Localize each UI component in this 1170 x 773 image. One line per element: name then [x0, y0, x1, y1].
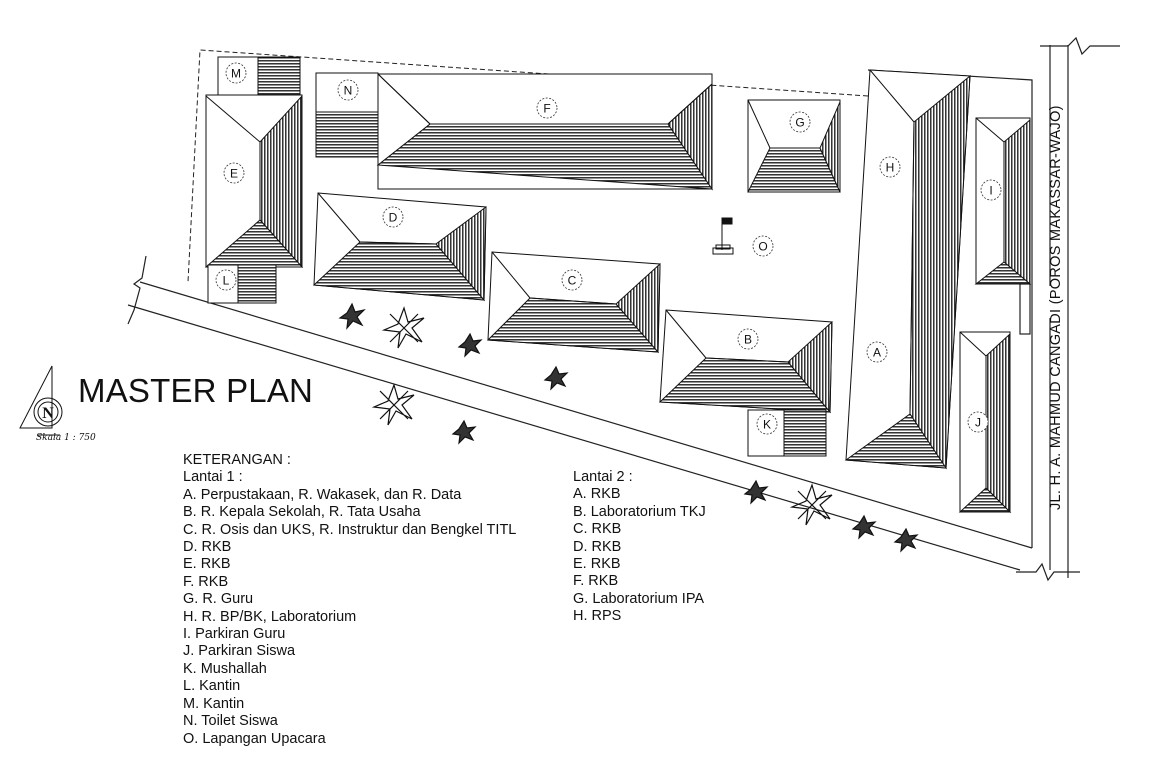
building-label-circle [737, 328, 759, 350]
legend-floor1-item: A. Perpustakaan, R. Wakasek, dan R. Data [183, 486, 462, 503]
legend-floor1-item: E. RKB [183, 556, 231, 573]
street-label: JL. H. A. MAHMUD CANGADI (POROS MAKASSAR… [1048, 105, 1064, 510]
building-label-b: B [744, 333, 752, 347]
building-label-circle [756, 413, 778, 435]
building-label-circle [536, 97, 558, 119]
legend-floor2-item: A. RKB [573, 486, 621, 503]
north-label: N [42, 405, 54, 422]
building-label-h: H [886, 161, 895, 175]
tree-icon [381, 306, 425, 349]
building-i [974, 117, 1032, 286]
building-label-circle [337, 79, 359, 101]
building-label-o: O [758, 240, 767, 254]
building-label-circle [789, 111, 811, 133]
tree-icon [451, 419, 477, 445]
legend-floor1-item: I. Parkiran Guru [183, 626, 286, 643]
legend-floor1-item: O. Lapangan Upacara [183, 730, 326, 747]
legend-floor1-list: A. Perpustakaan, R. Wakasek, dan R. Data… [183, 487, 516, 748]
tree-icon [371, 383, 415, 426]
legend-floor1-item: H. R. BP/BK, Laboratorium [183, 608, 357, 625]
legend-floor2-title: Lantai 2 : [573, 469, 633, 485]
building-label-j: J [975, 416, 981, 430]
scale-label: Skala 1 : 750 [36, 433, 96, 443]
legend-floor1-item: J. Parkiran Siswa [183, 643, 296, 660]
tree-icon [338, 302, 366, 330]
legend-floor2-item: E. RKB [573, 556, 621, 573]
building-label-n: N [344, 84, 353, 98]
legend-floor1-item: M. Kantin [183, 695, 245, 712]
legend-floor2-item: B. Laboratorium TKJ [573, 503, 706, 520]
legend-floor1-item: D. RKB [183, 539, 232, 556]
tree-icon [743, 479, 769, 505]
building-label-circle [980, 179, 1002, 201]
legend-floor1-item: K. Mushallah [183, 660, 267, 677]
building-label-circle [967, 411, 989, 433]
legend-heading: KETERANGAN : [183, 452, 291, 468]
flag-pole-icon [712, 217, 734, 255]
building-label-c: C [568, 274, 577, 288]
legend-floor2-item: F. RKB [573, 573, 619, 590]
building-label-d: D [389, 211, 398, 225]
building-d [312, 192, 487, 302]
tree-icon [893, 527, 919, 553]
building-g [747, 99, 841, 193]
building-k [747, 409, 827, 457]
building-label-circle [561, 269, 583, 291]
building-c [486, 251, 661, 354]
building-label-k: K [763, 418, 771, 432]
building-b [658, 309, 833, 414]
building-label-circle [382, 206, 404, 228]
building-label-circle [752, 235, 774, 257]
building-h-a [844, 69, 971, 470]
building-f [376, 72, 713, 191]
legend-floor1-item: L. Kantin [183, 678, 241, 695]
building-label-circle [879, 156, 901, 178]
building-label-circle [225, 62, 247, 84]
legend-floor2-item: C. RKB [573, 521, 622, 538]
tree-icon [851, 514, 877, 540]
building-label-circle [866, 341, 888, 363]
north-arrow-icon: N [19, 365, 63, 436]
building-e [204, 94, 304, 269]
legend-floor1-title: Lantai 1 : [183, 469, 243, 486]
building-label-circle [223, 162, 245, 184]
building-label-f: F [543, 102, 550, 116]
building-label-l: L [223, 274, 230, 288]
building-labels: A B C D E F G H I J K L M N O [215, 62, 1002, 435]
building-label-m: M [231, 67, 241, 81]
tree-icon [543, 365, 569, 391]
tree-icon [457, 332, 483, 358]
building-label-e: E [230, 167, 238, 181]
legend-floor2-item: H. RPS [573, 608, 622, 625]
tree-icon [789, 483, 833, 526]
legend-floor2-item: D. RKB [573, 538, 622, 555]
legend-floor1-item: N. Toilet Siswa [183, 713, 278, 730]
legend-floor1-item: B. R. Kepala Sekolah, R. Tata Usaha [183, 504, 421, 521]
legend-floor1-item: C. R. Osis dan UKS, R. Instruktur dan Be… [183, 521, 517, 538]
page-title: MASTER PLAN [78, 372, 314, 409]
legend-floor2-item: G. Laboratorium IPA [573, 590, 705, 607]
legend-floor1-item: F. RKB [183, 573, 229, 590]
site-boundary [187, 49, 869, 283]
legend-floor1-item: G. R. Guru [183, 591, 254, 608]
building-label-i: I [989, 184, 992, 198]
legend-floor1: KETERANGAN : Lantai 1 : A. Perpustakaan,… [183, 452, 516, 748]
building-label-a: A [873, 346, 881, 360]
tree-icons [338, 302, 919, 553]
building-label-g: G [795, 116, 804, 130]
building-label-circle [215, 269, 237, 291]
